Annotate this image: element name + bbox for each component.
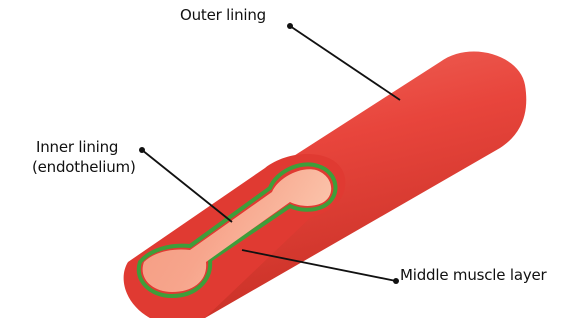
leader-outer-lining xyxy=(290,26,400,100)
outer-lining-label: Outer lining xyxy=(180,6,266,25)
middle-muscle-layer-label: Middle muscle layer xyxy=(400,266,547,285)
dot-outer-lining xyxy=(287,23,293,29)
leader-inner-lining xyxy=(142,150,232,222)
inner-lining-label: Inner lining xyxy=(36,138,118,157)
endothelium-label: (endothelium) xyxy=(32,158,136,177)
dot-middle-muscle xyxy=(393,278,399,284)
dot-inner-lining xyxy=(139,147,145,153)
